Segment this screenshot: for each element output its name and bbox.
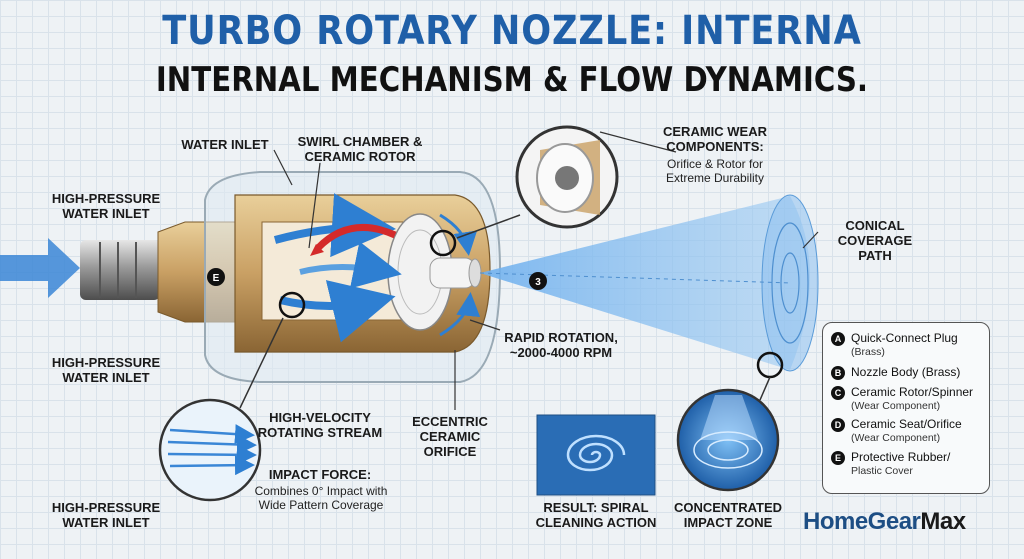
legend-sub: (Wear Component) bbox=[851, 432, 941, 444]
marker-e: E bbox=[213, 273, 220, 284]
legend-text: Ceramic Seat/Orifice bbox=[851, 417, 962, 431]
label-ceramic-wear-sub: Orifice & Rotor for Extreme Durability bbox=[665, 157, 765, 185]
legend-text: Quick-Connect Plug bbox=[851, 331, 958, 345]
legend-text: Ceramic Rotor/Spinner bbox=[851, 385, 974, 399]
legend-badge: C bbox=[831, 386, 845, 400]
brand-logo: HomeGearMax bbox=[803, 508, 966, 536]
legend-badge: A bbox=[831, 332, 845, 346]
stream-detail-magnifier bbox=[158, 398, 262, 502]
legend-sub: (Wear Component) bbox=[851, 400, 941, 412]
spiral-cleaning-panel bbox=[536, 414, 656, 496]
inlet-arrow bbox=[0, 238, 80, 298]
legend-item-e: E Protective Rubber/Plastic Cover bbox=[831, 450, 950, 478]
label-swirl-chamber: SWIRL CHAMBER & CERAMIC ROTOR bbox=[297, 134, 423, 164]
legend-sub: Plastic Cover bbox=[851, 465, 913, 477]
label-eccentric-orifice: ECCENTRIC CERAMIC ORIFICE bbox=[412, 414, 488, 459]
legend-item-b: B Nozzle Body (Brass) bbox=[831, 365, 960, 380]
label-hp-inlet-3: HIGH-PRESSURE WATER INLET bbox=[51, 500, 161, 530]
quick-connect-plug bbox=[80, 240, 160, 300]
legend-item-a: A Quick-Connect Plug(Brass) bbox=[831, 331, 958, 359]
label-impact-force-sub: Combines 0° Impact with Wide Pattern Cov… bbox=[254, 484, 388, 512]
legend-box: A Quick-Connect Plug(Brass) B Nozzle Bod… bbox=[822, 322, 990, 494]
legend-badge: E bbox=[831, 451, 845, 465]
label-rapid-rotation: RAPID ROTATION, ~2000-4000 RPM bbox=[504, 330, 618, 360]
brand-part-1: HomeGear bbox=[803, 508, 921, 535]
title-line-1: TURBO ROTARY NOZZLE: INTERNA bbox=[162, 8, 862, 54]
label-water-inlet: WATER INLET bbox=[181, 137, 269, 152]
title-line-2: INTERNAL MECHANISM & FLOW DYNAMICS. bbox=[155, 60, 869, 100]
legend-text: Nozzle Body (Brass) bbox=[851, 365, 961, 379]
ceramic-orifice bbox=[429, 257, 476, 289]
label-hp-inlet-2: HIGH-PRESSURE WATER INLET bbox=[51, 355, 161, 385]
legend-text: Protective Rubber/ bbox=[851, 450, 951, 464]
marker-3: 3 bbox=[535, 277, 541, 288]
legend-item-d: D Ceramic Seat/Orifice(Wear Component) bbox=[831, 417, 962, 445]
legend-sub: (Brass) bbox=[851, 346, 885, 358]
legend-item-c: C Ceramic Rotor/Spinner(Wear Component) bbox=[831, 385, 973, 413]
legend-badge: D bbox=[831, 418, 845, 432]
label-impact-force: IMPACT FORCE: bbox=[268, 467, 372, 482]
conical-spray bbox=[480, 196, 810, 370]
label-result-spiral: RESULT: SPIRAL CLEANING ACTION bbox=[535, 500, 657, 530]
label-high-velocity: HIGH-VELOCITY ROTATING STREAM bbox=[257, 410, 383, 440]
label-conical-coverage: CONICAL COVERAGE PATH bbox=[837, 218, 913, 263]
label-hp-inlet-1: HIGH-PRESSURE WATER INLET bbox=[51, 191, 161, 221]
brand-part-2: Max bbox=[920, 508, 966, 535]
label-concentrated-impact: CONCENTRATED IMPACT ZONE bbox=[673, 500, 783, 530]
legend-badge: B bbox=[831, 366, 845, 380]
label-ceramic-wear: CERAMIC WEAR COMPONENTS: bbox=[663, 124, 767, 154]
